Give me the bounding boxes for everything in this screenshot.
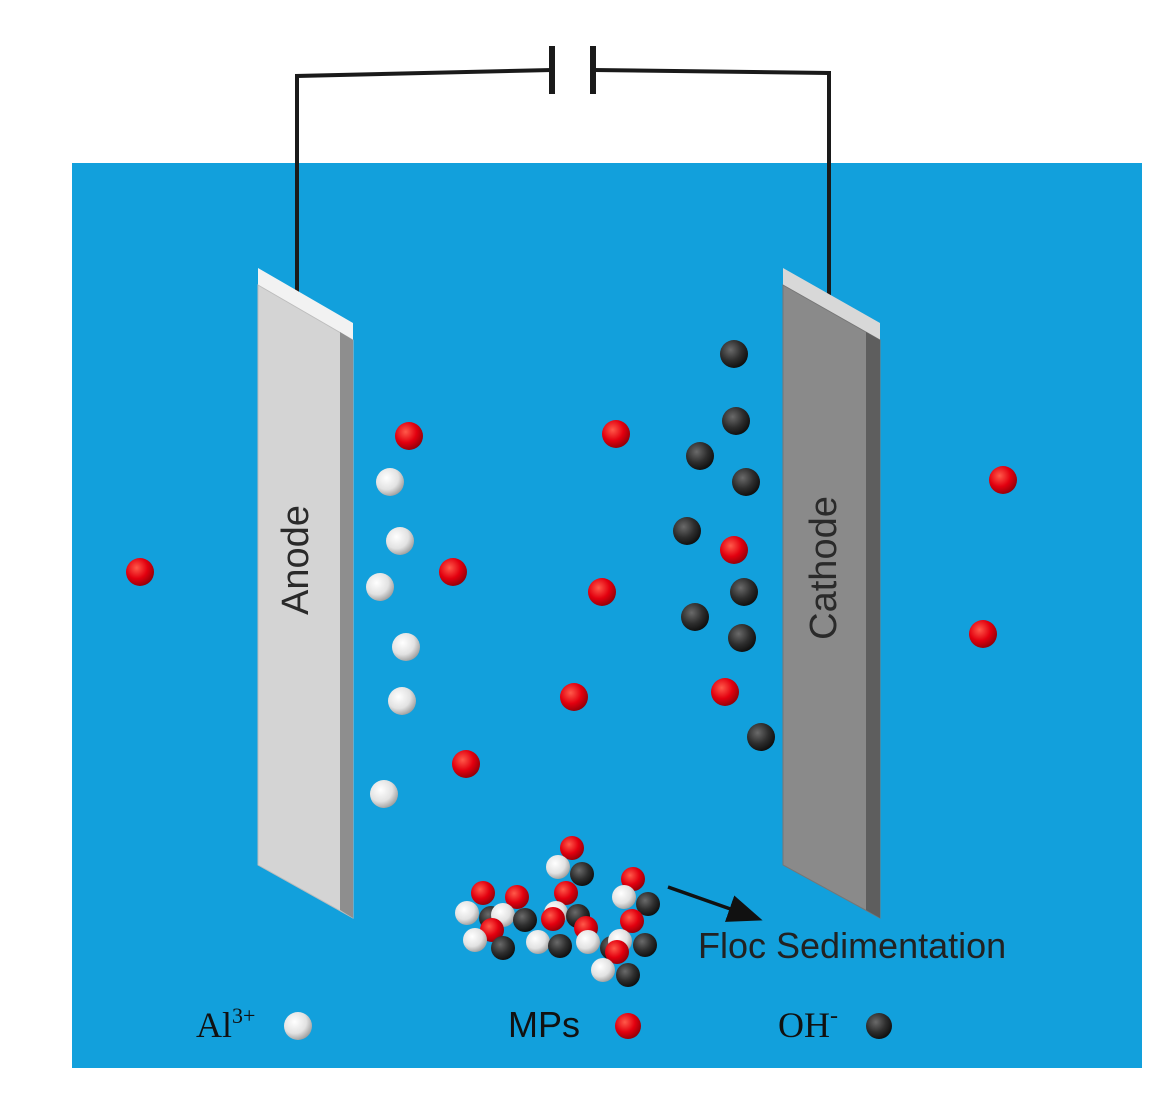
cathode-label: Cathode [803,496,845,640]
circuit-wire [295,68,831,300]
hydroxide-particle [673,517,701,545]
hydroxide-particle [570,862,594,886]
legend: Al3+ MPs OH- [196,1003,892,1045]
hydroxide-particle [681,603,709,631]
al-ion-particle [526,930,550,954]
al-ion-particle [612,885,636,909]
hydroxide-particle [636,892,660,916]
al-ion-particle [386,527,414,555]
al-ion-particle [546,855,570,879]
microplastic-particle [602,420,630,448]
hydroxide-particle [728,624,756,652]
al-ion-particle [576,930,600,954]
hydroxide-particle [747,723,775,751]
hydroxide-particle [722,407,750,435]
free-particles [126,340,1017,808]
al-ion-particle [370,780,398,808]
hydroxide-particle [732,468,760,496]
floc-cluster [455,836,660,987]
legend-al-ion-icon [284,1012,312,1040]
microplastic-particle [989,466,1017,494]
legend-oh-icon [866,1013,892,1039]
power-source [549,46,596,94]
microplastic-particle [554,881,578,905]
al-ion-particle [392,633,420,661]
microplastic-particle [720,536,748,564]
legend-mps-icon [615,1013,641,1039]
microplastic-particle [439,558,467,586]
microplastic-particle [969,620,997,648]
hydroxide-particle [720,340,748,368]
floc-arrow [667,885,763,922]
al-ion-particle [455,901,479,925]
al-ion-particle [376,468,404,496]
al-ion-particle [366,573,394,601]
water-tank [72,163,1142,1068]
anode-electrode [257,268,354,919]
legend-mps-label: MPs [508,1004,580,1045]
microplastic-particle [605,940,629,964]
microplastic-particle [395,422,423,450]
legend-oh-charge: - [830,1003,838,1029]
microplastic-particle [620,909,644,933]
cathode-electrode [782,268,881,919]
anode-label: Anode [275,505,317,615]
microplastic-particle [711,678,739,706]
microplastic-particle [452,750,480,778]
al-ion-particle [388,687,416,715]
hydroxide-particle [548,934,572,958]
hydroxide-particle [513,908,537,932]
legend-oh-label: OH- [778,1003,838,1045]
microplastic-particle [588,578,616,606]
microplastic-particle [560,836,584,860]
microplastic-particle [126,558,154,586]
hydroxide-particle [633,933,657,957]
hydroxide-particle [491,936,515,960]
microplastic-particle [621,867,645,891]
legend-al-label: Al3+ [196,1003,255,1045]
microplastic-particle [541,907,565,931]
hydroxide-particle [616,963,640,987]
floc-sedimentation-label: Floc Sedimentation [698,925,1006,966]
hydroxide-particle [686,442,714,470]
hydroxide-particle [730,578,758,606]
al-ion-particle [591,958,615,982]
al-ion-particle [463,928,487,952]
microplastic-particle [471,881,495,905]
microplastic-particle [505,885,529,909]
legend-al-charge: 3+ [232,1003,255,1028]
microplastic-particle [560,683,588,711]
